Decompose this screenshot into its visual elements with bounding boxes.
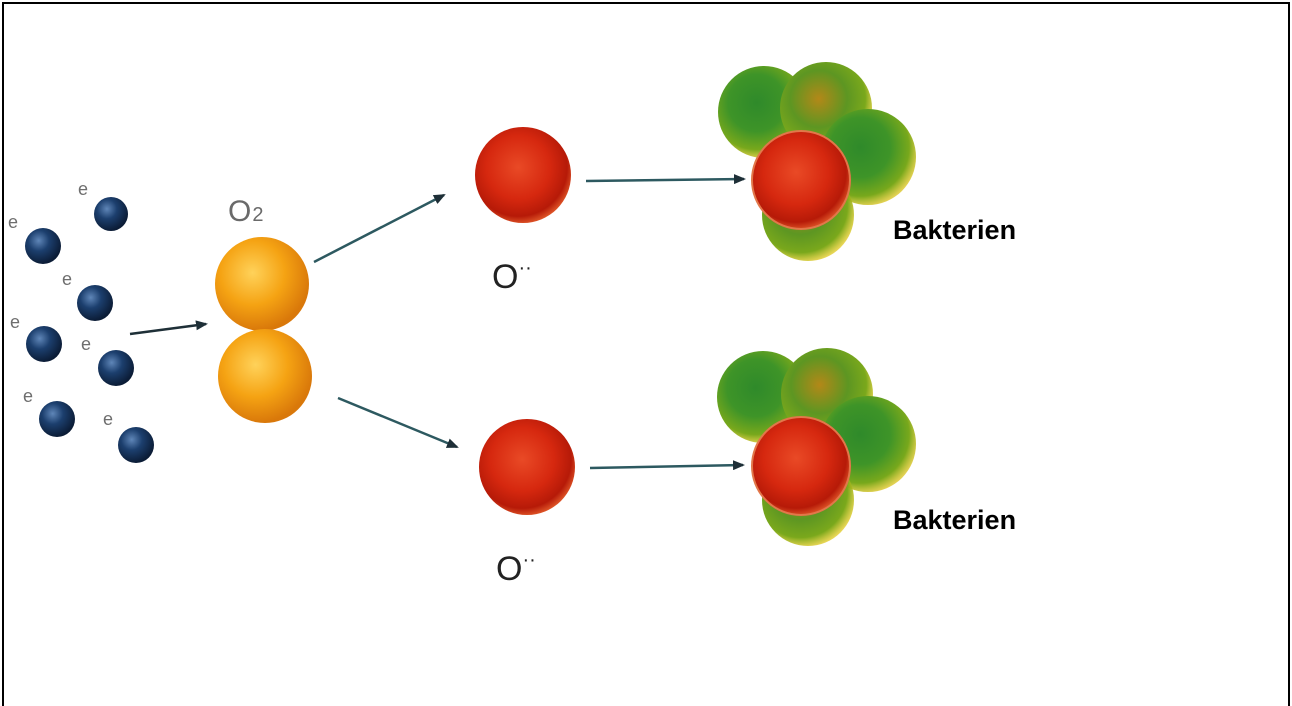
electron: e bbox=[78, 179, 128, 231]
superoxide-radical-top: O·· bbox=[475, 127, 571, 296]
svg-text:e: e bbox=[8, 212, 18, 232]
electron: e bbox=[8, 212, 61, 264]
arrow-superoxide-to-bacteria-top bbox=[585, 174, 746, 185]
bacteria-label-top: Bakterien bbox=[893, 215, 1016, 245]
electron: e bbox=[62, 269, 113, 321]
superoxide-label: O·· bbox=[492, 257, 532, 296]
arrow-superoxide-to-bacteria-bottom bbox=[589, 460, 745, 471]
svg-text:e: e bbox=[78, 179, 88, 199]
oxygen-molecule: O2 bbox=[215, 195, 312, 423]
bacteria-cluster-top bbox=[718, 62, 916, 261]
electron: e bbox=[103, 409, 154, 463]
svg-text:e: e bbox=[62, 269, 72, 289]
superoxide-radical-bottom: O·· bbox=[479, 419, 575, 588]
svg-text:e: e bbox=[103, 409, 113, 429]
svg-text:e: e bbox=[10, 312, 20, 332]
arrow-oxygen-to-superoxide-bottom bbox=[337, 396, 459, 449]
electron-cluster: e e e e e e e bbox=[8, 179, 154, 463]
bacteria-label-bottom: Bakterien bbox=[893, 505, 1016, 535]
arrow-electrons-to-oxygen bbox=[129, 320, 208, 336]
electron: e bbox=[23, 386, 75, 437]
arrow-oxygen-to-superoxide-top bbox=[313, 193, 446, 264]
svg-text:e: e bbox=[81, 334, 91, 354]
bacteria-cluster-bottom bbox=[717, 348, 916, 546]
oxygen-molecule-label: O2 bbox=[228, 195, 263, 228]
electron: e bbox=[81, 334, 134, 386]
superoxide-label: O·· bbox=[496, 549, 536, 588]
electron: e bbox=[10, 312, 62, 362]
svg-text:e: e bbox=[23, 386, 33, 406]
